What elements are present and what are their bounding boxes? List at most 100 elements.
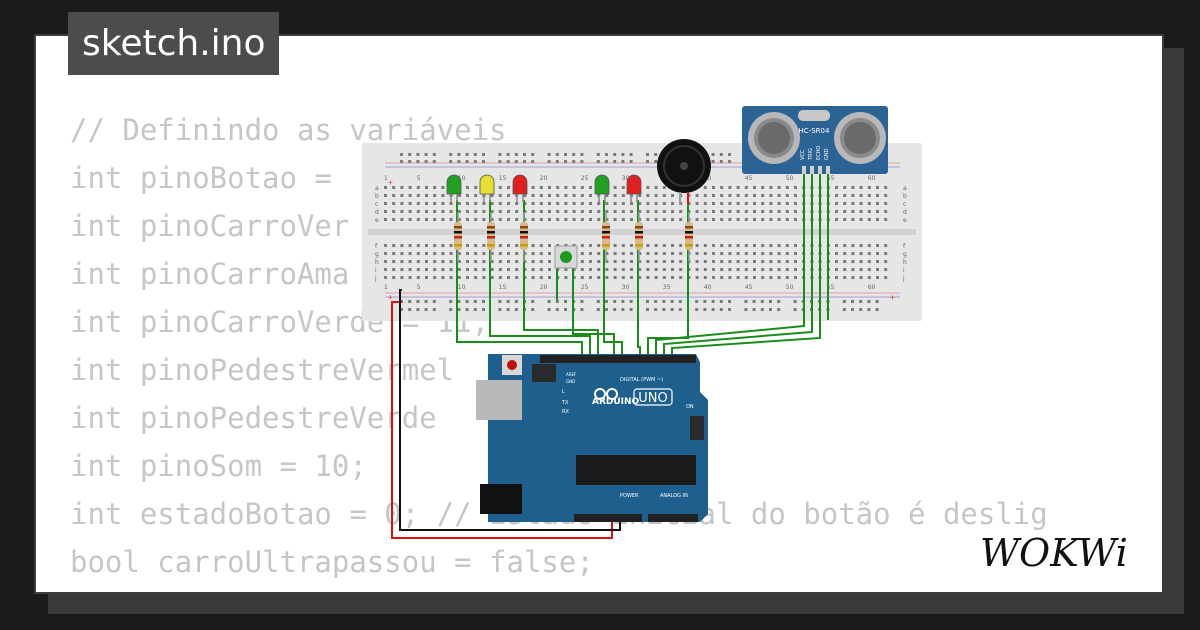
row-letter: g — [903, 251, 907, 258]
board-brand: ARDUINO — [592, 397, 640, 407]
microcontroller-chip — [576, 455, 696, 485]
analog-header — [648, 514, 698, 522]
infinity-logo-icon — [594, 388, 618, 400]
label-gnd: GND — [566, 379, 575, 384]
column-number: 25 — [581, 175, 589, 182]
row-letter: h — [375, 259, 379, 266]
code-line: int pinoPedestreVerde — [70, 401, 437, 435]
label-aref: AREF — [566, 372, 577, 377]
column-number: 10 — [458, 175, 466, 182]
rail-plus-bottom-right: + — [890, 293, 895, 302]
row-letter: f — [375, 243, 378, 250]
label-on: ON — [686, 404, 694, 410]
code-editor[interactable]: // Definindo as variáveis int pinoBotao =… — [70, 106, 1132, 592]
column-number: 1 — [384, 284, 388, 291]
file-tab[interactable]: sketch.ino — [68, 12, 280, 75]
row-letter: d — [903, 209, 907, 216]
column-number: 10 — [458, 284, 466, 291]
wires — [391, 172, 829, 539]
row-letter: e — [375, 217, 379, 224]
code-line: // Definindo as variáveis — [70, 113, 507, 147]
led-yellow[interactable] — [479, 174, 495, 195]
row-letter: j — [902, 275, 905, 282]
column-number: 60 — [868, 175, 876, 182]
column-number: 20 — [540, 175, 548, 182]
row-letter: b — [375, 193, 379, 200]
power-jack — [480, 484, 522, 514]
label-power: POWER — [620, 493, 639, 499]
arduino-uno[interactable]: ARDUINO UNO DIGITAL (PWM ~) POWER ANALOG… — [476, 354, 708, 522]
sensor-pin — [818, 166, 822, 174]
code-line: int pinoCarroVer — [70, 209, 350, 243]
usb-port — [476, 380, 522, 420]
sensor-pin-label: TRIG — [808, 148, 814, 161]
column-number: 45 — [745, 284, 753, 291]
sensor-pin-label: VCC — [800, 149, 806, 160]
sensor-pin — [826, 166, 830, 174]
buzzer[interactable] — [657, 139, 711, 204]
row-letter: i — [375, 267, 377, 274]
row-letter: c — [375, 201, 378, 208]
wokwi-logo-text: WOKWi — [980, 531, 1128, 575]
power-header — [574, 514, 642, 522]
label-analog: ANALOG IN — [660, 493, 688, 499]
row-letter: f — [903, 243, 906, 250]
wokwi-logo-icon: WOKWi — [980, 531, 1128, 575]
board-model: UNO — [638, 391, 667, 406]
row-letter: g — [375, 251, 379, 258]
code-line: bool carroUltrapassou = false; — [70, 545, 594, 579]
column-number: 5 — [417, 175, 421, 182]
row-letter: a — [903, 185, 907, 192]
row-letter: b — [903, 193, 907, 200]
led-green[interactable] — [594, 174, 610, 195]
column-number: 30 — [622, 175, 630, 182]
led-red[interactable] — [512, 174, 528, 195]
code-line: int pinoBotao = — [70, 161, 350, 195]
rail-plus-top: + — [388, 178, 393, 187]
resistors — [454, 212, 693, 262]
code-line: int pinoPedestreVermel — [70, 353, 455, 387]
row-letter: h — [903, 259, 907, 266]
row-letter: i — [903, 267, 905, 274]
row-letter: d — [375, 209, 379, 216]
label-l: L — [562, 389, 565, 395]
column-number: 20 — [540, 284, 548, 291]
rail-plus-bottom: + — [388, 293, 393, 302]
column-number: 5 — [417, 284, 421, 291]
sensor-pin-label: ECHO — [816, 146, 822, 160]
label-digital: DIGITAL (PWM ~) — [620, 377, 663, 383]
sensor-pin — [810, 166, 814, 174]
row-letter: j — [374, 275, 377, 282]
column-number: 1 — [384, 175, 388, 182]
label-rx: RX — [562, 409, 569, 415]
column-number: 45 — [745, 175, 753, 182]
code-line: int pinoCarroAma — [70, 257, 350, 291]
row-letter: c — [903, 201, 906, 208]
row-letter: a — [375, 185, 379, 192]
code-line: int pinoSom = 10; — [70, 449, 367, 483]
led-green[interactable] — [446, 174, 462, 195]
column-number: 60 — [868, 284, 876, 291]
push-button[interactable] — [554, 245, 578, 269]
digital-header — [540, 355, 696, 363]
column-number: 25 — [581, 284, 589, 291]
column-number: 50 — [786, 175, 794, 182]
column-number: 55 — [827, 284, 835, 291]
row-letter: e — [903, 217, 907, 224]
sensor-pin-label: GND — [824, 148, 830, 160]
column-number: 55 — [827, 175, 835, 182]
led-red[interactable] — [626, 174, 642, 195]
column-number: 30 — [622, 284, 630, 291]
column-number: 50 — [786, 284, 794, 291]
column-number: 15 — [499, 175, 507, 182]
label-tx: TX — [561, 400, 569, 406]
column-number: 40 — [704, 284, 712, 291]
leds[interactable] — [446, 174, 642, 202]
sensor-pin — [802, 166, 806, 174]
column-number: 15 — [499, 284, 507, 291]
sensor-label: HC-SR04 — [799, 127, 830, 135]
column-number: 35 — [663, 284, 671, 291]
